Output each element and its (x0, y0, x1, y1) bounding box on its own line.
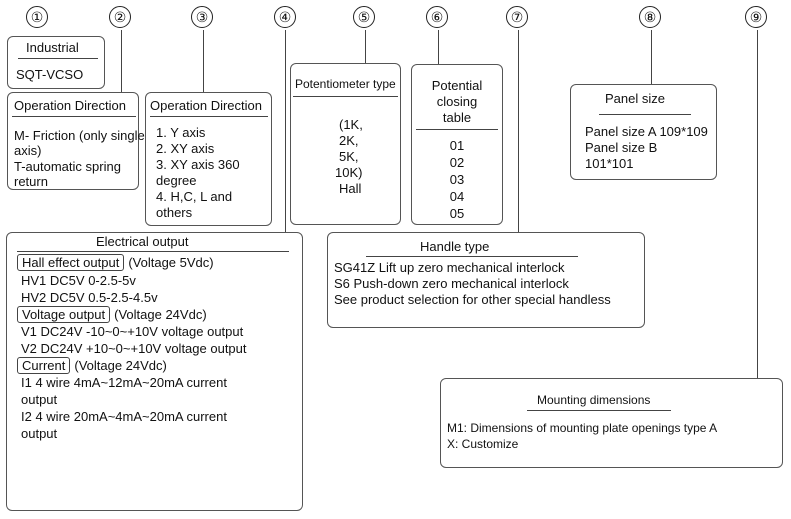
divider (18, 58, 98, 59)
hall-effect-row: Hall effect output(Voltage 5Vdc) (17, 254, 214, 271)
potentiometer-option: Hall (339, 181, 362, 196)
leader-line-4 (285, 30, 287, 232)
callout-number-7: ⑦ (506, 6, 528, 28)
callout-number-2: ② (109, 6, 131, 28)
axis-option: 4. H,C, L and (156, 189, 233, 204)
operation-direction-box-1: Operation Direction M- Friction (only si… (7, 92, 145, 190)
callout-number-3: ③ (191, 6, 213, 28)
operation-direction-line: M- Friction (only single (14, 128, 145, 143)
axis-option: 3. XY axis 360 (156, 157, 240, 172)
potentiometer-type-box: Potentiometer type (1K, 2K, 5K, 10K) Hal… (290, 63, 401, 225)
handle-type-line: S6 Push-down zero mechanical interlock (334, 276, 569, 291)
leader-line-9 (757, 30, 759, 378)
callout-number-5: ⑤ (353, 6, 375, 28)
panel-size-line: 101*101 (585, 156, 634, 171)
handle-type-box: Handle type SG41Z Lift up zero mechanica… (327, 232, 645, 328)
output-option: I1 4 wire 4mA~12mA~20mA current (21, 375, 227, 390)
panel-size-title: Panel size (605, 91, 665, 106)
potential-table-item: 02 (449, 155, 465, 170)
voltage-output-tag: Voltage output (17, 306, 111, 323)
potentiometer-option: 5K, (339, 149, 359, 164)
output-option: output (21, 392, 58, 407)
potential-table-item: 05 (449, 206, 465, 221)
voltage-output-voltage: (Voltage 24Vdc) (114, 307, 207, 322)
electrical-output-title: Electrical output (96, 234, 189, 249)
current-output-voltage: (Voltage 24Vdc) (74, 358, 167, 373)
divider (416, 129, 498, 130)
potentiometer-option: 2K, (339, 133, 359, 148)
operation-direction-line: axis) (14, 143, 42, 158)
panel-size-box: Panel size Panel size A 109*109 Panel si… (570, 84, 717, 180)
output-option: output (21, 426, 58, 441)
operation-direction-title: Operation Direction (150, 98, 262, 113)
mounting-dimensions-line: X: Customize (447, 437, 519, 451)
handle-type-line: See product selection for other special … (334, 292, 611, 307)
current-output-tag: Current (17, 357, 71, 374)
leader-line-8 (651, 30, 653, 84)
callout-number-9: ⑨ (745, 6, 767, 28)
divider (12, 116, 136, 117)
potential-table-item: 04 (449, 189, 465, 204)
voltage-output-row: Voltage output(Voltage 24Vdc) (17, 306, 207, 323)
hall-effect-tag: Hall effect output (17, 254, 125, 271)
output-option: V2 DC24V +10~0~+10V voltage output (21, 341, 247, 356)
divider (366, 256, 578, 257)
callout-number-4: ④ (274, 6, 296, 28)
divider (293, 96, 398, 97)
axis-option: others (156, 205, 193, 220)
callout-number-1: ① (26, 6, 48, 28)
divider (527, 410, 671, 411)
leader-line-7 (518, 30, 520, 232)
callout-number-6: ⑥ (426, 6, 448, 28)
potential-closing-table-box: Potential closing table 01 02 03 04 05 (411, 64, 503, 225)
divider (599, 114, 691, 115)
industrial-title: Industrial (26, 40, 79, 55)
current-output-row: Current(Voltage 24Vdc) (17, 357, 167, 374)
operation-direction-line: T-automatic spring (14, 159, 121, 174)
operation-direction-box-2: Operation Direction 1. Y axis 2. XY axis… (145, 92, 272, 226)
hall-effect-voltage: (Voltage 5Vdc) (128, 255, 214, 270)
divider (17, 251, 289, 252)
callout-number-8: ⑧ (639, 6, 661, 28)
mounting-dimensions-title: Mounting dimensions (537, 393, 651, 407)
potential-table-title: Potential (431, 78, 483, 93)
potential-table-item: 01 (449, 138, 465, 153)
operation-direction-line: return (14, 174, 48, 189)
potential-table-item: 03 (449, 172, 465, 187)
mounting-dimensions-box: Mounting dimensions M1: Dimensions of mo… (440, 378, 783, 468)
divider (150, 116, 268, 117)
operation-direction-title: Operation Direction (14, 98, 126, 113)
output-option: I2 4 wire 20mA~4mA~20mA current (21, 409, 227, 424)
output-option: HV2 DC5V 0.5-2.5-4.5v (21, 290, 158, 305)
potential-table-title: closing (436, 94, 478, 109)
axis-option: degree (156, 173, 197, 188)
axis-option: 1. Y axis (156, 125, 206, 140)
potentiometer-option: 10K) (335, 165, 363, 180)
leader-line-2 (121, 30, 123, 92)
mounting-dimensions-line: M1: Dimensions of mounting plate opening… (447, 421, 718, 435)
potentiometer-title: Potentiometer type (295, 77, 396, 91)
output-option: HV1 DC5V 0-2.5-5v (21, 273, 136, 288)
leader-line-6 (438, 30, 440, 64)
electrical-output-box: Electrical output Hall effect output(Vol… (6, 232, 303, 511)
output-option: V1 DC24V -10~0~+10V voltage output (21, 324, 244, 339)
leader-line-5 (365, 30, 367, 63)
axis-option: 2. XY axis (156, 141, 215, 156)
industrial-box: Industrial SQT-VCSO (7, 36, 105, 89)
panel-size-line: Panel size B (585, 140, 658, 155)
handle-type-title: Handle type (420, 239, 490, 254)
potentiometer-option: (1K, (339, 117, 363, 132)
industrial-model: SQT-VCSO (16, 67, 84, 82)
potential-table-title: table (442, 110, 472, 125)
leader-line-3 (203, 30, 205, 92)
handle-type-line: SG41Z Lift up zero mechanical interlock (334, 260, 565, 275)
panel-size-line: Panel size A 109*109 (585, 124, 708, 139)
